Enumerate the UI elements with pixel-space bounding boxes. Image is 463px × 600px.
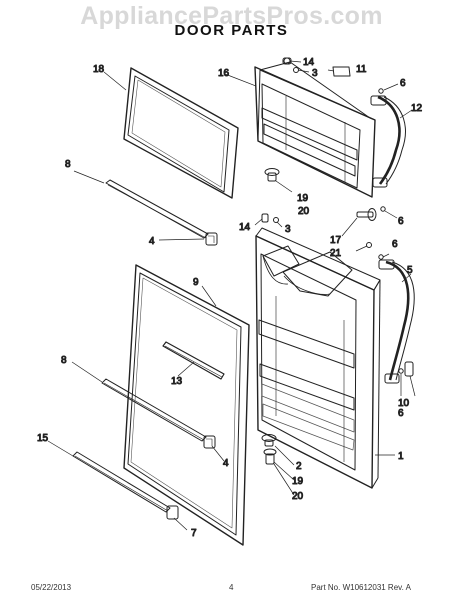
- upper-hinge-bushing: [264, 168, 280, 182]
- callout-19-lower: 19: [292, 476, 304, 487]
- refrigerator-door: [255, 227, 381, 489]
- callout-6-d: 6: [398, 408, 404, 419]
- callout-17: 17: [330, 235, 342, 246]
- freezer-handle: [370, 95, 406, 188]
- handle-trim-piece: [404, 361, 414, 377]
- callout-6-b: 6: [398, 216, 404, 227]
- upper-hinge-hardware: [282, 57, 299, 73]
- gasket-seal-strip: [162, 341, 225, 380]
- callout-3-upper: 3: [312, 68, 318, 79]
- callout-5: 5: [407, 265, 413, 276]
- fresh-food-door-stile: [101, 378, 207, 442]
- callout-19-upper: 19: [297, 193, 309, 204]
- callout-7: 7: [191, 528, 197, 539]
- footer-page-number: 4: [229, 583, 234, 592]
- bottom-end-cap: [166, 505, 179, 520]
- callout-4-lower: 4: [223, 458, 229, 469]
- callout-20-upper: 20: [298, 206, 310, 217]
- freezer-badge: [332, 66, 351, 77]
- callout-8-lower: 8: [61, 355, 67, 366]
- callout-3-lower: 3: [285, 224, 291, 235]
- callout-10: 10: [398, 398, 410, 409]
- freezer-door-gasket: [123, 67, 239, 199]
- callout-8-upper: 8: [65, 159, 71, 170]
- callout-9: 9: [193, 277, 199, 288]
- callout-14-lower: 14: [239, 222, 251, 233]
- callout-13: 13: [171, 376, 183, 387]
- callout-1: 1: [398, 451, 404, 462]
- callout-21: 21: [330, 248, 342, 259]
- callout-14-upper: 14: [303, 57, 315, 68]
- bottom-door-stile: [72, 451, 171, 513]
- footer-part-number: Part No. W10612031 Rev. A: [311, 583, 411, 592]
- callout-15: 15: [37, 433, 49, 444]
- freezer-door: [254, 61, 376, 198]
- stile-end-cap-upper: [205, 232, 218, 246]
- callout-11: 11: [356, 64, 367, 75]
- callout-12: 12: [411, 103, 423, 114]
- refrigerator-handle: [378, 259, 415, 384]
- callout-20-lower: 20: [292, 491, 304, 502]
- leader-lines: [47, 60, 416, 531]
- freezer-door-stile: [105, 179, 209, 239]
- callout-4-upper: 4: [149, 236, 155, 247]
- callout-6-a: 6: [400, 78, 406, 89]
- callout-2: 2: [296, 461, 302, 472]
- page-title: DOOR PARTS: [174, 22, 289, 39]
- callout-6-c: 6: [392, 239, 398, 250]
- watermark: AppliancePartsPros.com: [80, 2, 383, 30]
- footer-date: 05/22/2013: [31, 583, 72, 592]
- stile-end-cap-lower: [203, 435, 216, 449]
- callout-18: 18: [93, 64, 105, 75]
- lower-hinge-hardware: [261, 213, 279, 223]
- center-hinge-pin: [356, 208, 377, 248]
- callout-16: 16: [218, 68, 230, 79]
- lower-hinge-bushing: [261, 434, 277, 465]
